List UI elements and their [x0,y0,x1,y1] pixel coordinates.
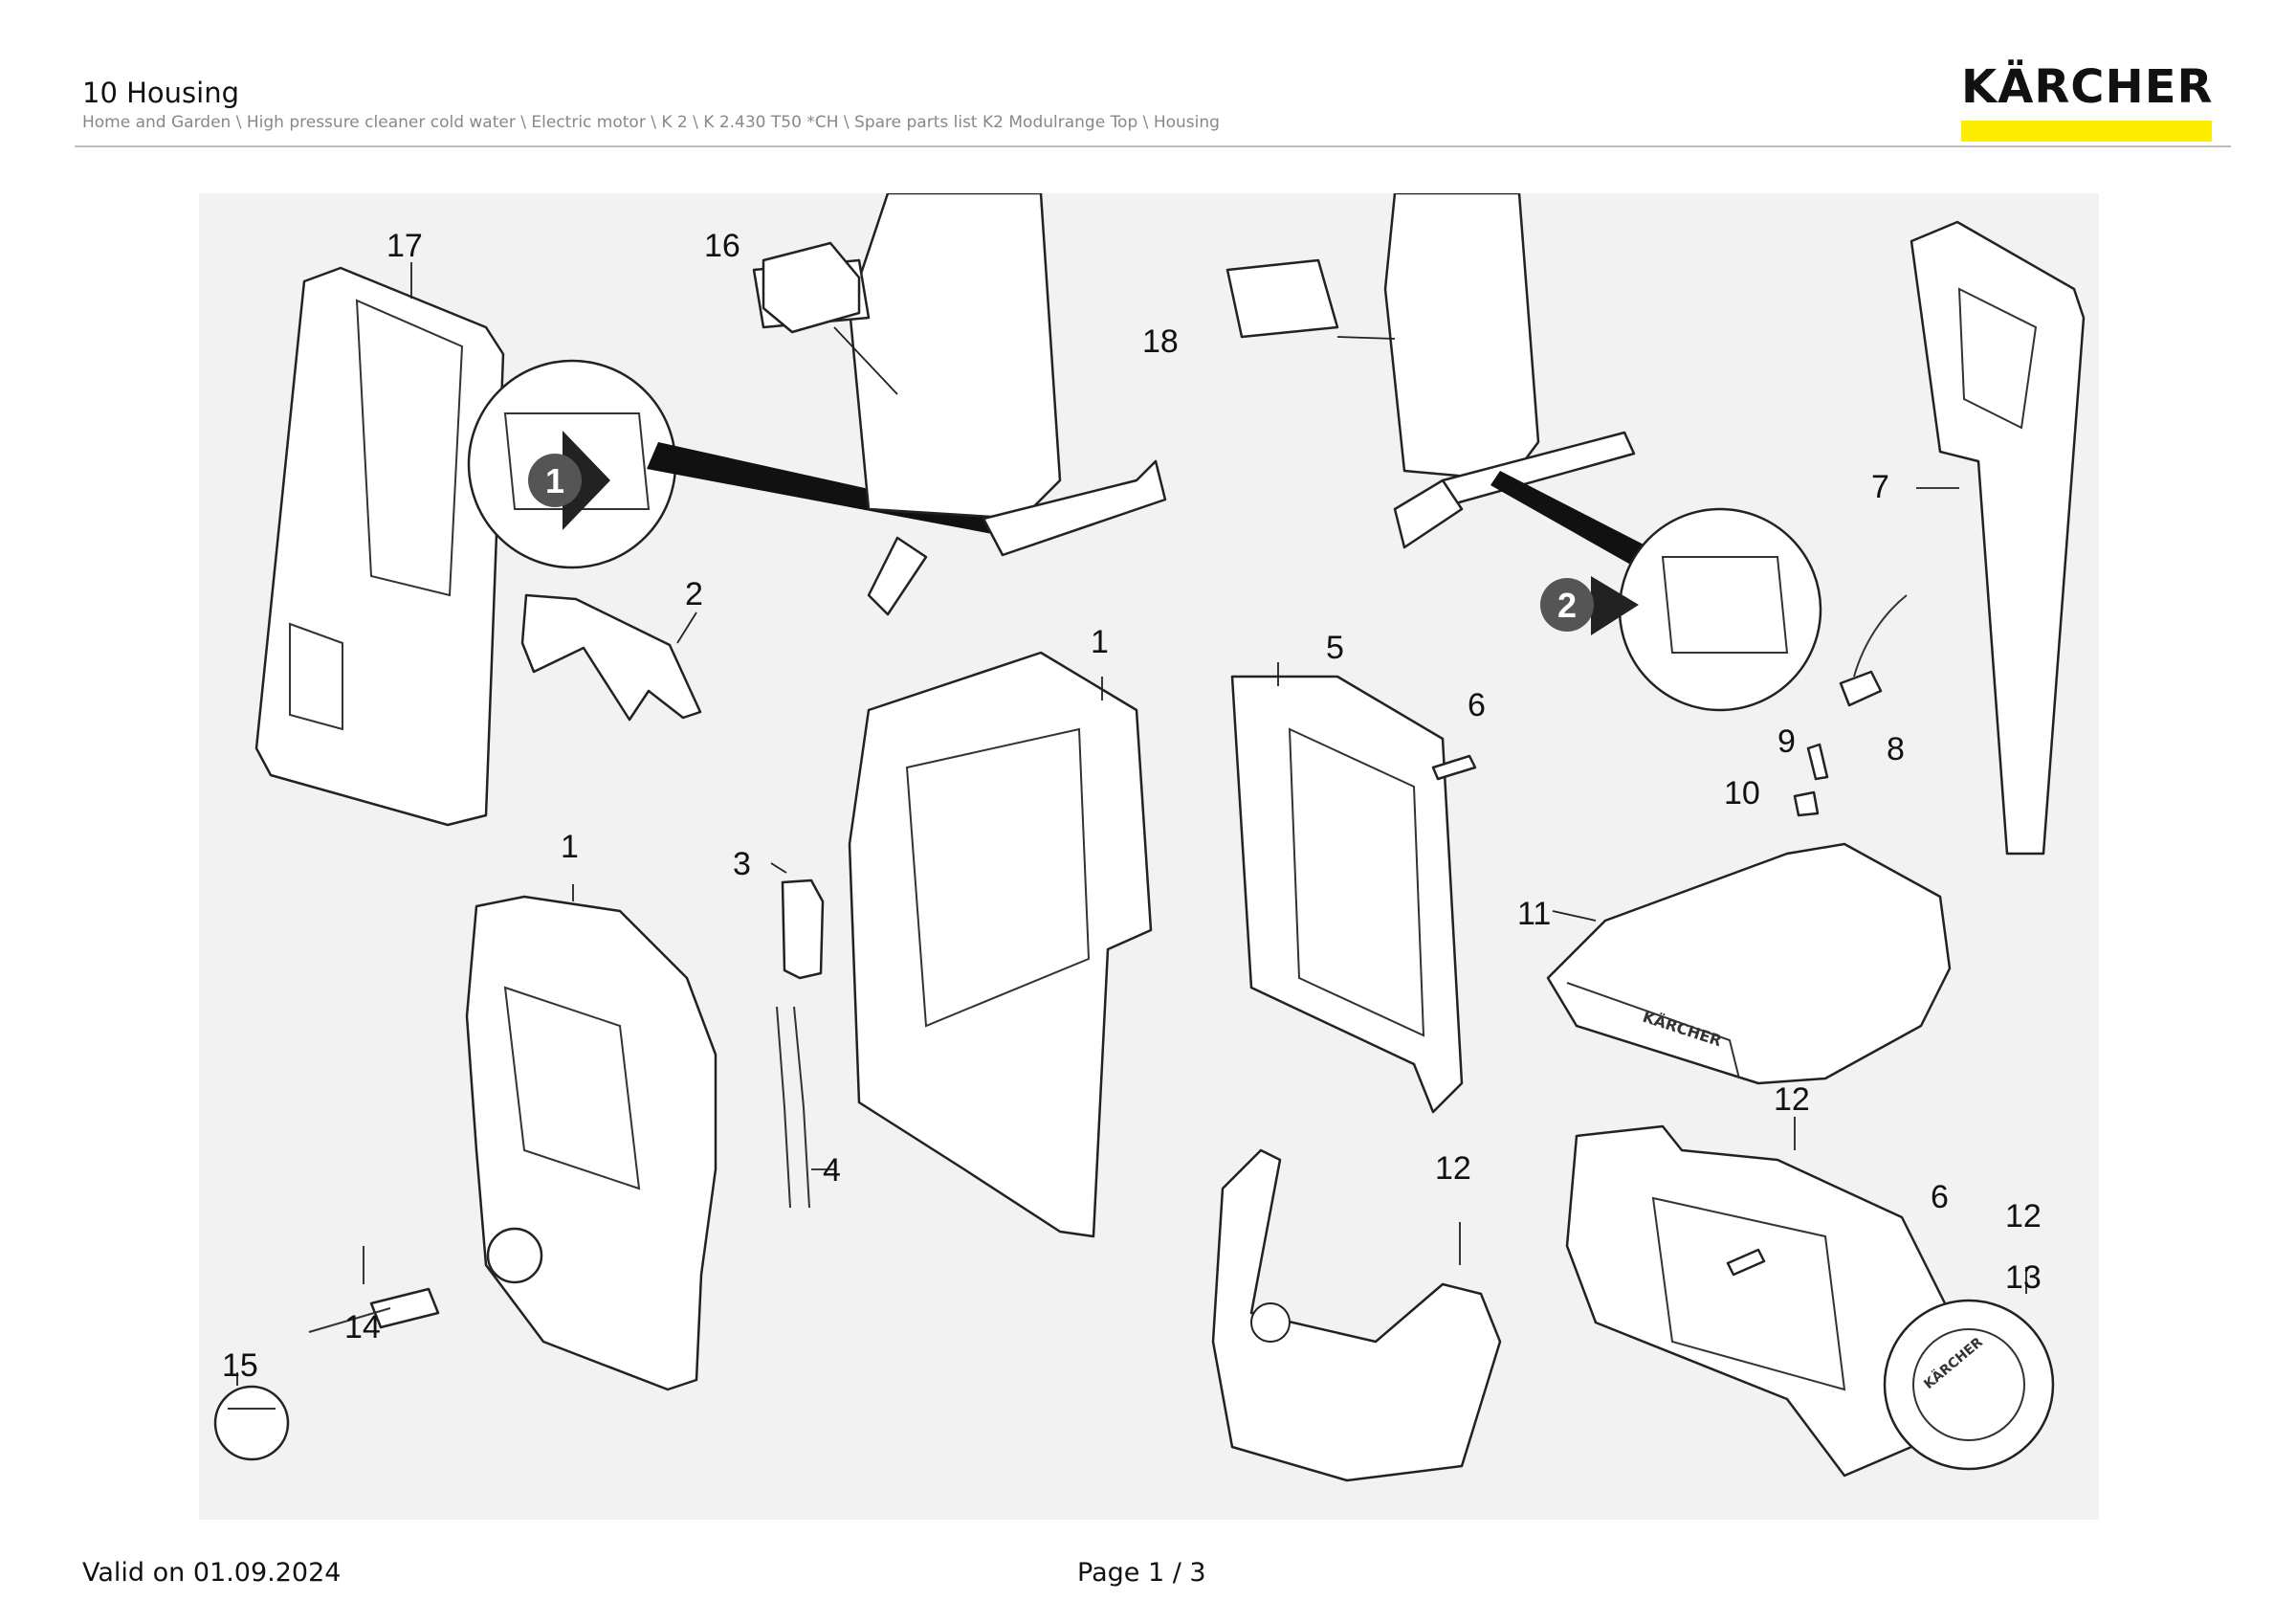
breadcrumb-separator: \ [838,113,855,132]
breadcrumb-item[interactable]: Home and Garden [82,113,232,132]
part-7-handle-bar [1910,220,2086,856]
part-12-chassis [1565,1117,1952,1478]
exploded-parts-diagram: 1 2 [199,193,2099,1520]
callout-15: 15 [222,1347,258,1384]
callout-14: 14 [344,1309,381,1345]
part-15-knob [213,1372,290,1461]
part-12-front-bumper [1211,1148,1502,1482]
detail-view-2 [1225,193,1822,712]
part-3-screw [770,862,825,980]
breadcrumb-separator: \ [645,113,662,132]
page-number: Page 1 / 3 [1077,1558,1206,1588]
breadcrumb-item[interactable]: High pressure cleaner cold water [246,113,516,132]
part-6-screw-bottom [1726,1248,1766,1277]
callout-12-bumper: 12 [1435,1150,1471,1187]
logo-text: KÄRCHER [1961,60,2214,114]
part-11-detergent-tank [1546,842,1952,1085]
logo-yellow-bar [1961,121,2212,142]
part-2-handle [520,593,702,722]
breadcrumb-separator: \ [1137,113,1154,132]
callout-6-lower: 6 [1931,1179,1949,1215]
breadcrumb-item[interactable]: Housing [1153,113,1220,132]
part-6-screw-top [1431,754,1477,781]
callout-1-upper: 1 [1091,624,1109,660]
breadcrumb-item[interactable]: Spare parts list K2 Modulrange Top [854,113,1138,132]
callout-4: 4 [823,1152,841,1189]
callout-1-lower: 1 [561,829,579,865]
part-8-cap [1839,594,1908,707]
header-rule [75,145,2231,147]
karcher-logo: KÄRCHER [1961,59,2214,142]
detail-marker-2: 2 [1540,576,1639,635]
part-10-nozzle [1793,790,1820,817]
part-9-filter [1806,743,1829,781]
valid-on-date: Valid on 01.09.2024 [82,1558,342,1588]
part-13-wheel [1883,1267,2055,1471]
part-1-frame-upper [848,651,1153,1238]
breadcrumb-separator: \ [515,113,532,132]
part-4-cable [776,1006,835,1209]
callout-12-wheel: 12 [2005,1198,2042,1234]
callout-17: 17 [386,228,423,264]
callout-5: 5 [1326,630,1344,666]
svg-text:1: 1 [545,461,564,500]
callout-2: 2 [685,576,703,612]
callout-7: 7 [1871,469,1889,505]
part-16-switch [762,241,861,334]
part-17-cover [254,262,505,827]
callout-11: 11 [1517,896,1551,932]
svg-text:2: 2 [1557,586,1577,625]
callout-3: 3 [733,846,751,882]
callout-12-chassis: 12 [1774,1081,1810,1118]
callout-10: 10 [1724,775,1760,812]
callout-13: 13 [2005,1259,2042,1296]
detail-marker-1: 1 [528,431,610,530]
part-1-housing-lower [465,884,718,1391]
callout-9: 9 [1777,723,1796,760]
page-title: 10 Housing [82,77,240,109]
breadcrumb-item[interactable]: K 2 [661,113,688,132]
breadcrumb-item[interactable]: Electric motor [531,113,646,132]
callout-16: 16 [704,228,740,264]
part-14-selector [308,1246,440,1333]
breadcrumb: Home and Garden \ High pressure cleaner … [82,113,1220,132]
callout-6-upper: 6 [1468,687,1486,723]
breadcrumb-separator: \ [231,113,247,132]
callout-18: 18 [1142,323,1179,360]
part-5-rear-panel [1230,662,1464,1114]
breadcrumb-separator: \ [687,113,704,132]
callout-8: 8 [1887,731,1905,767]
breadcrumb-item[interactable]: K 2.430 T50 *CH [703,113,839,132]
